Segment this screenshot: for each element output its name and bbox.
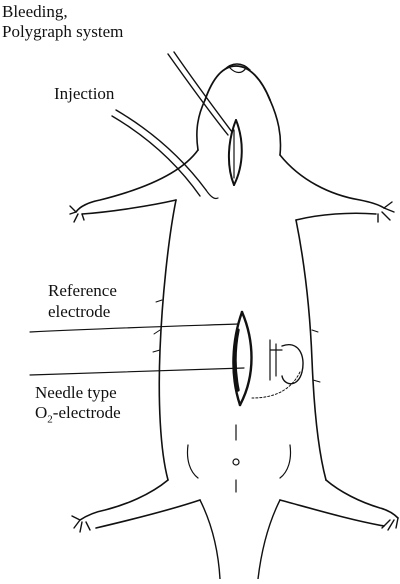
label-needle-o: O <box>35 403 47 422</box>
rat-torso <box>153 200 326 480</box>
rat-hindlimbs <box>72 445 398 532</box>
label-needle-line1: Needle type <box>35 383 117 403</box>
rat-midline-and-tail <box>200 425 280 579</box>
label-needle-line2: O2-electrode <box>35 403 121 429</box>
label-bleeding-line2: Polygraph system <box>2 22 123 42</box>
label-reference-line2: electrode <box>48 302 110 322</box>
rat-head <box>197 64 281 155</box>
abdominal-incision <box>233 312 303 405</box>
label-injection: Injection <box>54 84 114 104</box>
label-reference-line1: Reference <box>48 281 117 301</box>
label-needle-rest: -electrode <box>53 403 121 422</box>
reference-electrode-wire <box>30 324 238 332</box>
needle-electrode-wire <box>30 368 244 375</box>
label-bleeding-line1: Bleeding, <box>2 2 68 22</box>
rat-forelimbs <box>70 150 394 222</box>
